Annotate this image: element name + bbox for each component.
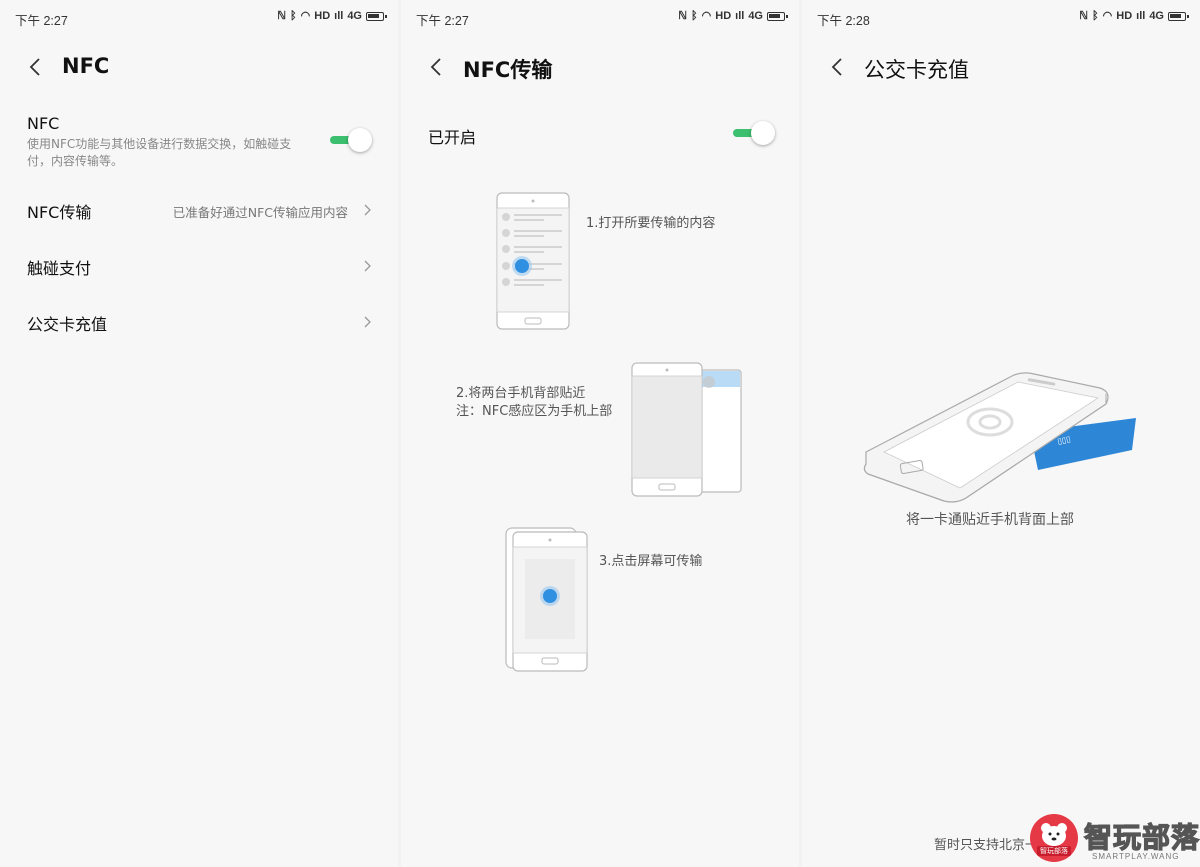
watermark-name: 智玩部落 — [1083, 820, 1200, 854]
nfc-description: 使用NFC功能与其他设备进行数据交换，如触碰支付，内容传输等。 — [27, 137, 292, 168]
item-label: 触碰支付 — [27, 259, 92, 278]
page-title: NFC传输 — [463, 58, 553, 82]
chevron-right-icon — [364, 316, 371, 328]
bluetooth-icon: ᛒ — [691, 10, 698, 22]
hd-badge: HD — [1116, 10, 1133, 22]
back-arrow-icon — [831, 58, 842, 76]
wifi-icon: ◠ — [300, 10, 311, 22]
status-icons: ℕ ᛒ ◠ HD ıll 4G — [678, 9, 788, 23]
signal-icon: ıll — [334, 10, 344, 22]
watermark-sub: SMARTPLAY.WANG — [1092, 852, 1180, 861]
status-bar: 下午 2:27 ℕ ᛒ ◠ HD ıll 4G — [0, 0, 398, 34]
nfc-settings-screen: 下午 2:27 ℕ ᛒ ◠ HD ıll 4G NFC NFC 使用NFC功能与… — [0, 0, 398, 867]
item-value: 已准备好通过NFC传输应用内容 — [172, 205, 348, 220]
list-item-transit-topup[interactable]: 公交卡充值 — [27, 311, 374, 335]
battery-icon — [366, 11, 387, 21]
transit-topup-screen: 下午 2:28 ℕ ᛒ ◠ HD ıll 4G 公交卡充值 ▯▯▯ 将一卡通贴近… — [802, 0, 1200, 867]
network-type: 4G — [1149, 10, 1164, 22]
bear-logo-icon — [1041, 823, 1067, 846]
nfc-transfer-switch-row: 已开启 — [428, 121, 775, 148]
page-title: NFC — [62, 54, 110, 78]
bluetooth-icon: ᛒ — [1092, 10, 1099, 22]
signal-icon: ıll — [735, 10, 745, 22]
nfc-status-icon: ℕ — [277, 10, 287, 22]
back-arrow-icon — [29, 58, 40, 76]
step1-caption: 1.打开所要传输的内容 — [586, 216, 716, 231]
status-bar: 下午 2:28 ℕ ᛒ ◠ HD ıll 4G — [802, 0, 1200, 34]
item-label: NFC传输 — [27, 203, 92, 222]
status-time: 下午 2:27 — [15, 14, 68, 28]
battery-icon — [767, 11, 788, 21]
nfc-transfer-screen: 下午 2:27 ℕ ᛒ ◠ HD ıll 4G NFC传输 已开启 — [401, 0, 799, 867]
hd-badge: HD — [314, 10, 331, 22]
tap-screen-illustration — [505, 527, 588, 672]
back-button[interactable] — [22, 54, 48, 80]
hd-badge: HD — [715, 10, 732, 22]
item-label: 公交卡充值 — [27, 315, 108, 334]
chevron-right-icon — [364, 260, 371, 272]
back-button[interactable] — [824, 54, 850, 80]
list-item-nfc-transfer[interactable]: NFC传输 已准备好通过NFC传输应用内容 — [27, 199, 374, 223]
status-bar: 下午 2:27 ℕ ᛒ ◠ HD ıll 4G — [401, 0, 799, 34]
nfc-logo-icon — [966, 407, 1014, 437]
network-type: 4G — [748, 10, 763, 22]
svg-text:▯▯▯: ▯▯▯ — [1057, 434, 1072, 446]
two-phones-illustration — [631, 362, 742, 497]
signal-icon: ıll — [1136, 10, 1146, 22]
nfc-label: NFC — [27, 114, 60, 133]
nfc-setting: NFC 使用NFC功能与其他设备进行数据交换，如触碰支付，内容传输等。 — [27, 114, 374, 170]
status-time: 下午 2:28 — [817, 14, 870, 28]
chevron-right-icon — [364, 204, 371, 216]
watermark: 智玩部落 智玩部落 SMARTPLAY.WANG — [1030, 814, 1200, 867]
watermark-badge-text: 智玩部落 — [1037, 846, 1071, 856]
list-item-touch-pay[interactable]: 触碰支付 — [27, 255, 374, 279]
battery-icon — [1168, 11, 1189, 21]
nfc-transfer-toggle[interactable] — [733, 121, 775, 145]
switch-label: 已开启 — [428, 128, 477, 147]
back-arrow-icon — [430, 58, 441, 76]
nfc-status-icon: ℕ — [678, 10, 688, 22]
watermark-badge: 智玩部落 — [1030, 814, 1078, 862]
bluetooth-icon: ᛒ — [290, 10, 297, 22]
page-title: 公交卡充值 — [864, 58, 969, 82]
instruction-caption: 将一卡通贴近手机背面上部 — [906, 512, 1074, 528]
step3-caption: 3.点击屏幕可传输 — [599, 554, 703, 569]
wifi-icon: ◠ — [1102, 10, 1113, 22]
phone-list-illustration — [496, 192, 570, 330]
status-icons: ℕ ᛒ ◠ HD ıll 4G — [1079, 9, 1189, 23]
nfc-status-icon: ℕ — [1079, 10, 1089, 22]
wifi-icon: ◠ — [701, 10, 712, 22]
step2-note: 注：NFC感应区为手机上部 — [456, 404, 613, 419]
phone-card-illustration: ▯▯▯ — [863, 372, 1136, 503]
nfc-toggle[interactable] — [330, 128, 372, 152]
status-time: 下午 2:27 — [416, 14, 469, 28]
status-icons: ℕ ᛒ ◠ HD ıll 4G — [277, 9, 387, 23]
title-bar: 公交卡充值 — [802, 50, 1200, 86]
title-bar: NFC — [0, 50, 398, 86]
title-bar: NFC传输 — [401, 50, 799, 86]
step2-caption: 2.将两台手机背部贴近 — [456, 386, 586, 401]
network-type: 4G — [347, 10, 362, 22]
back-button[interactable] — [423, 54, 449, 80]
